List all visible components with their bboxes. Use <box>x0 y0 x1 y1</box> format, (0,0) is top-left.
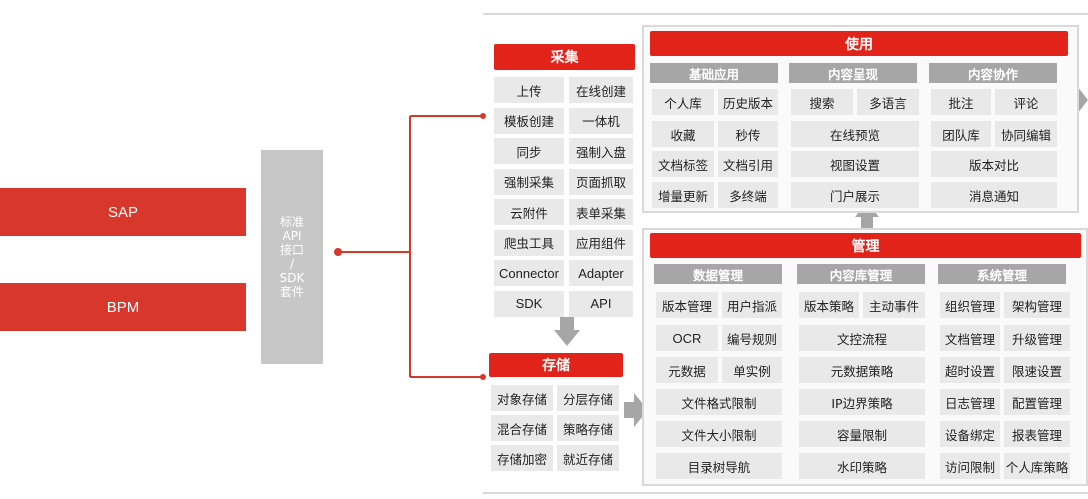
feature-cell: 表单采集 <box>569 199 633 225</box>
feature-cell: 在线预览 <box>791 121 919 147</box>
feature-cell: 编号规则 <box>722 325 782 351</box>
api-sdk-box: 标准 API 接口 / SDK 套件 <box>261 150 323 364</box>
feature-cell: 门户展示 <box>791 182 919 208</box>
feature-cell: 文控流程 <box>799 325 925 351</box>
feature-cell: 爬虫工具 <box>494 229 564 256</box>
feature-cell: 超时设置 <box>940 357 1000 383</box>
feature-cell: 策略存储 <box>557 415 619 441</box>
feature-cell: 视图设置 <box>791 151 919 177</box>
system-bpm: BPM <box>0 283 246 331</box>
feature-cell: 个人库策略 <box>1004 453 1070 479</box>
manage-group-library-title: 内容库管理 <box>797 264 925 284</box>
feature-cell: 文档标签 <box>652 151 714 177</box>
manage-group-data-title: 数据管理 <box>654 264 782 284</box>
feature-cell: 收藏 <box>652 121 714 147</box>
feature-cell: Adapter <box>569 260 633 286</box>
feature-cell: 容量限制 <box>799 421 925 447</box>
feature-cell: 评论 <box>995 89 1057 115</box>
feature-cell: 升级管理 <box>1004 325 1070 351</box>
feature-cell: SDK <box>494 290 564 317</box>
feature-cell: 文档引用 <box>718 151 778 177</box>
feature-cell: 历史版本 <box>718 89 778 115</box>
feature-cell: 一体机 <box>569 107 633 134</box>
manage-header: 管理 <box>650 233 1081 258</box>
arrow-down-icon <box>554 317 580 346</box>
feature-cell: Connector <box>494 260 564 286</box>
feature-cell: 文档管理 <box>940 325 1000 351</box>
use-group-presentation-title: 内容呈现 <box>789 63 917 83</box>
feature-cell: 多终端 <box>718 182 778 208</box>
feature-cell: 云附件 <box>494 199 564 225</box>
feature-cell: 元数据 <box>656 357 718 383</box>
manage-group-system-title: 系统管理 <box>938 264 1066 284</box>
feature-cell: 版本策略 <box>799 292 859 318</box>
connector-dot <box>334 248 342 256</box>
storage-header: 存储 <box>489 353 623 377</box>
feature-cell: 搜索 <box>791 89 853 115</box>
feature-cell: 设备绑定 <box>940 421 1000 447</box>
feature-cell: 团队库 <box>931 121 991 147</box>
feature-cell: 组织管理 <box>940 292 1000 318</box>
arrow-up-icon <box>855 202 879 230</box>
feature-cell: 页面抓取 <box>569 168 633 195</box>
feature-cell: IP边界策略 <box>799 389 925 415</box>
feature-cell: 配置管理 <box>1004 389 1070 415</box>
use-group-collaboration-title: 内容协作 <box>929 63 1057 83</box>
feature-cell: 版本管理 <box>656 292 718 318</box>
feature-cell: 文件格式限制 <box>656 389 782 415</box>
feature-cell: 应用组件 <box>569 229 633 256</box>
red-connector <box>338 115 482 378</box>
feature-cell: 混合存储 <box>491 415 553 441</box>
feature-cell: 增量更新 <box>652 182 714 208</box>
feature-cell: 存储加密 <box>491 445 553 471</box>
feature-cell: 消息通知 <box>931 182 1057 208</box>
feature-cell: 协同编辑 <box>995 121 1057 147</box>
feature-cell: 分层存储 <box>557 385 619 411</box>
feature-cell: 在线创建 <box>569 77 633 103</box>
feature-cell: 上传 <box>494 77 564 103</box>
feature-cell: API <box>569 290 633 317</box>
feature-cell: 水印策略 <box>799 453 925 479</box>
feature-cell: 访问限制 <box>940 453 1000 479</box>
feature-cell: 同步 <box>494 138 564 164</box>
use-group-basic-title: 基础应用 <box>650 63 778 83</box>
collect-header: 采集 <box>494 44 635 70</box>
feature-cell: 目录树导航 <box>656 453 782 479</box>
feature-cell: OCR <box>656 325 718 351</box>
feature-cell: 日志管理 <box>940 389 1000 415</box>
feature-cell: 主动事件 <box>863 292 925 318</box>
feature-cell: 对象存储 <box>491 385 553 411</box>
feature-cell: 模板创建 <box>494 107 564 134</box>
feature-cell: 强制采集 <box>494 168 564 195</box>
feature-cell: 就近存储 <box>557 445 619 471</box>
feature-cell: 秒传 <box>718 121 778 147</box>
feature-cell: 个人库 <box>652 89 714 115</box>
feature-cell: 文件大小限制 <box>656 421 782 447</box>
feature-cell: 单实例 <box>722 357 782 383</box>
use-panel <box>642 25 1079 213</box>
feature-cell: 批注 <box>931 89 991 115</box>
feature-cell: 限速设置 <box>1004 357 1070 383</box>
feature-cell: 元数据策略 <box>799 357 925 383</box>
feature-cell: 用户指派 <box>722 292 782 318</box>
arrow-right-icon <box>624 393 648 427</box>
feature-cell: 报表管理 <box>1004 421 1070 447</box>
feature-cell: 架构管理 <box>1004 292 1070 318</box>
feature-cell: 多语言 <box>857 89 919 115</box>
feature-cell: 强制入盘 <box>569 138 633 164</box>
feature-cell: 版本对比 <box>931 151 1057 177</box>
system-sap: SAP <box>0 188 246 236</box>
use-header: 使用 <box>650 31 1068 56</box>
